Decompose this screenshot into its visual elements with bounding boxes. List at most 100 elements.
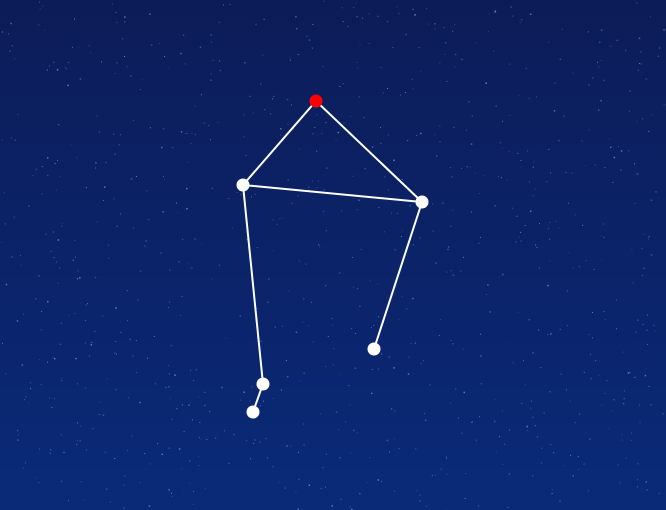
background-star-dot xyxy=(58,124,60,126)
background-star-dot xyxy=(420,363,422,365)
background-star-dot xyxy=(332,364,334,366)
background-star-dot xyxy=(139,401,141,404)
background-star-dot xyxy=(114,73,116,74)
background-star-dot xyxy=(643,233,645,235)
background-star-dot xyxy=(53,61,55,63)
background-star-dot xyxy=(180,131,183,133)
background-star-dot xyxy=(528,98,530,99)
background-star-dot xyxy=(524,225,526,226)
background-star-dot xyxy=(416,490,418,492)
background-star-dot xyxy=(646,329,648,331)
background-star-dot xyxy=(260,340,262,342)
background-star-dot xyxy=(378,316,379,318)
background-star-dot xyxy=(182,238,184,240)
background-star-dot xyxy=(650,254,653,256)
background-star-dot xyxy=(578,266,580,268)
background-star-dot xyxy=(303,444,305,446)
background-star-dot xyxy=(454,66,456,68)
background-star-dot xyxy=(533,161,535,163)
background-star-dot xyxy=(466,129,467,131)
star-s4[interactable] xyxy=(367,342,381,356)
background-star-dot xyxy=(445,42,447,44)
background-star-dot xyxy=(350,452,351,454)
background-star-dot xyxy=(515,241,517,243)
background-star-dot xyxy=(534,188,536,190)
background-star-dot xyxy=(651,199,653,201)
background-star-dot xyxy=(639,421,641,423)
background-star-dot xyxy=(168,386,170,388)
background-star-dot xyxy=(163,178,165,180)
background-star-dot xyxy=(398,13,400,15)
background-star-dot xyxy=(466,166,468,168)
constellation-line-s2-s3 xyxy=(242,184,423,203)
star-s2[interactable] xyxy=(236,178,250,192)
background-star-dot xyxy=(63,451,65,453)
background-star-dot xyxy=(160,252,162,254)
background-star-dot xyxy=(263,400,264,402)
background-star-dot xyxy=(260,405,262,407)
background-star-dot xyxy=(290,445,292,447)
background-star-dot xyxy=(574,422,576,424)
background-star-dot xyxy=(17,430,19,432)
background-star-dot xyxy=(80,481,82,483)
background-star-dot xyxy=(218,21,220,23)
background-star-dot xyxy=(450,225,452,227)
background-star-dot xyxy=(54,163,56,165)
background-star-dot xyxy=(319,413,321,415)
background-star-dot xyxy=(451,176,453,178)
background-star-dot xyxy=(356,16,358,18)
background-star-dot xyxy=(335,139,337,140)
background-star-dot xyxy=(48,65,50,67)
background-star-dot xyxy=(400,94,401,96)
background-star-dot xyxy=(272,398,274,399)
background-star-dot xyxy=(392,47,394,48)
background-star-dot xyxy=(60,434,62,436)
highlighted-star-s1[interactable] xyxy=(309,94,323,108)
background-star-dot xyxy=(124,21,126,23)
background-star-dot xyxy=(559,500,561,502)
background-star-dot xyxy=(2,31,3,33)
background-star-dot xyxy=(316,187,318,188)
background-star-dot xyxy=(546,181,548,183)
background-star-dot xyxy=(323,189,325,190)
background-star-dot xyxy=(218,264,220,266)
background-star-dot xyxy=(415,448,417,450)
background-star-dot xyxy=(239,315,242,317)
background-star-dot xyxy=(52,231,54,233)
background-star-dot xyxy=(45,233,47,235)
background-star-dot xyxy=(631,432,633,434)
background-star-dot xyxy=(114,458,116,459)
star-s5[interactable] xyxy=(256,377,270,391)
background-star-dot xyxy=(517,311,519,313)
background-star-dot xyxy=(8,33,10,35)
background-star-dot xyxy=(377,15,379,17)
background-star-dot xyxy=(368,43,370,44)
background-star-dot xyxy=(266,457,268,459)
star-s3[interactable] xyxy=(415,195,429,209)
background-star-dot xyxy=(164,56,166,57)
background-star-dot xyxy=(520,240,522,242)
background-star-dot xyxy=(339,86,341,87)
background-star-dot xyxy=(629,372,631,374)
background-star-dot xyxy=(287,123,289,125)
background-star-dot xyxy=(345,421,347,423)
background-star-dot xyxy=(38,275,40,277)
star-s6[interactable] xyxy=(246,405,260,419)
background-star-dot xyxy=(50,250,52,252)
background-star-dot xyxy=(297,54,299,55)
background-star-dot xyxy=(379,127,381,128)
background-star-dot xyxy=(629,90,631,92)
background-star-dot xyxy=(640,63,642,65)
background-star-dot xyxy=(318,244,320,246)
background-star-dot xyxy=(494,420,496,423)
background-star-dot xyxy=(359,492,361,495)
background-star-dot xyxy=(317,180,319,182)
background-star-dot xyxy=(46,69,48,71)
background-star-dot xyxy=(162,127,165,130)
background-star-dot xyxy=(381,480,382,482)
background-star-dot xyxy=(199,421,201,423)
background-star-dot xyxy=(286,445,288,447)
background-star-dot xyxy=(181,468,183,470)
background-star-dot xyxy=(41,193,43,195)
